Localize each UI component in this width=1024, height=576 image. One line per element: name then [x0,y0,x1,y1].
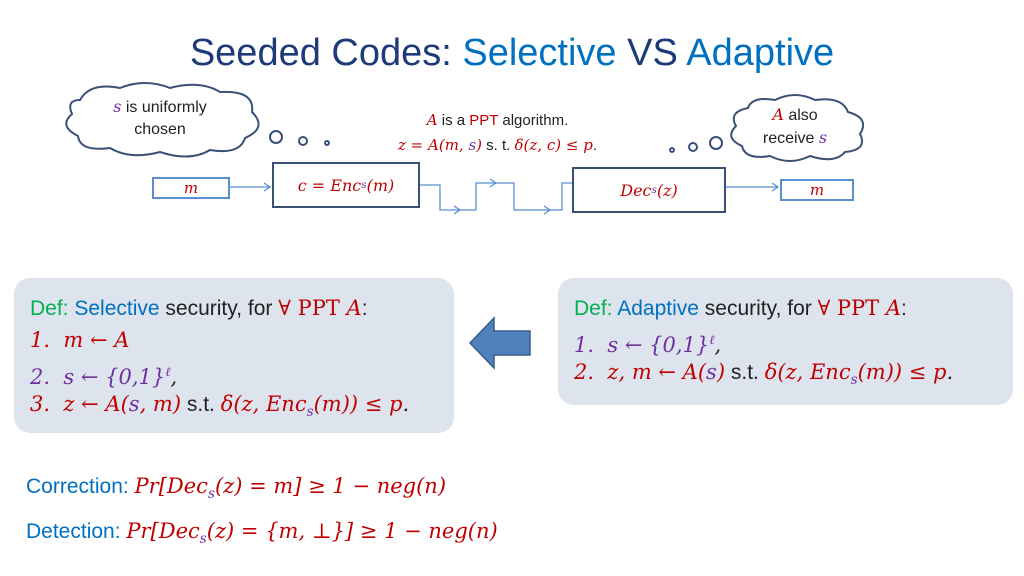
math: ℓ [165,364,171,379]
implies-arrow-icon [468,316,531,370]
math: s [207,486,215,503]
title-text: Seeded Codes: [189,32,463,74]
right-cloud-text: A also receive s [740,104,850,150]
thought-cloud-left [65,82,260,158]
math: m ← A [63,328,130,352]
step-number: 2. [574,360,595,384]
math: c = Enc [297,175,362,195]
math: A [885,296,902,320]
def-name: Adaptive [617,297,699,320]
adaptive-definition: Def: Adaptive security, for ∀ PPT A: 1. … [558,278,1013,405]
math: (z) = {m, ⊥}] ≥ 1 − neg(n) [206,519,498,543]
math: s ← {0,1} [607,333,710,357]
text: , [714,333,722,357]
math: z = A(m, [398,136,469,154]
text: , [170,365,178,389]
cloud-text: also [783,107,818,124]
var-a: A [426,111,438,129]
title-adaptive: Adaptive [686,32,835,74]
def-label: Def: [574,297,618,320]
correction-property: Correction: Pr[Decs(z) = m] ≥ 1 − neg(n) [26,474,446,502]
cloud-text: receive [762,130,819,147]
text: . [946,360,954,384]
math: m [183,179,199,197]
var-s: s [706,360,717,384]
math: s [850,372,858,389]
math: s [306,404,314,421]
math: (z) = m] ≥ 1 − neg(n) [214,474,447,498]
var-a: A [772,105,784,124]
math: s [361,179,367,191]
math: ∀ PPT [278,296,347,320]
cloud-text: chosen [134,121,186,138]
math: z, m ← A( [607,360,707,384]
math: z ← A( [63,392,129,416]
text: : [901,297,907,320]
text: security, for [159,297,279,320]
selective-definition: Def: Selective security, for ∀ PPT A: 1.… [14,278,454,433]
math: Dec [620,180,652,200]
property-label: Detection: [26,520,127,543]
math: (m)) ≤ p [857,360,947,384]
step-number: 3. [30,392,51,416]
ppt-label: PPT [469,112,499,129]
property-label: Correction: [26,475,135,498]
title-vs: VS [616,32,687,74]
math: ℓ [709,332,715,347]
var-s: s [128,392,140,416]
math: s [651,184,657,196]
math: (m)) ≤ p [313,392,403,416]
slide-title: Seeded Codes: Selective VS Adaptive [0,32,1024,75]
text: s.t. [181,393,221,416]
step-number: 2. [30,365,51,389]
math: A [346,296,362,320]
message-output-box: m [780,179,854,201]
message-input-box: m [152,177,230,199]
cloud-text: is uniformly [121,99,207,116]
detection-property: Detection: Pr[Decs(z) = {m, ⊥}] ≥ 1 − ne… [26,519,498,547]
def-name: Selective [74,297,160,320]
math: ) [476,136,483,154]
math: m [809,181,825,199]
def-label: Def: [30,297,75,320]
text: security, for [698,297,818,320]
step-number: 1. [574,333,595,357]
text: s. t. [482,137,515,154]
thought-cloud-right [730,94,864,162]
text: : [361,297,368,320]
math: δ(z, c) ≤ p [514,136,593,154]
math: ∀ PPT [817,296,886,320]
adversary-description: A is a PPT algorithm. z = A(m, s) s. t. … [330,108,665,158]
math: Pr[Dec [134,474,208,498]
step-number: 1. [30,328,51,352]
title-selective: Selective [462,32,617,74]
math: s ← {0,1} [63,365,166,389]
math: s [199,531,207,548]
diagram-shapes [65,82,864,215]
left-cloud-text: s is uniformly chosen [80,96,240,141]
math: δ(z, Enc [220,392,307,416]
text: s.t. [725,361,765,384]
var-s: s [468,136,477,154]
text: algorithm. [498,112,569,129]
math: , m) [139,392,182,416]
math: (m) [366,175,395,195]
text: . [402,392,410,416]
text: is a [437,112,470,129]
math: ) [716,360,726,384]
math: δ(z, Enc [764,360,851,384]
text: . [592,137,597,154]
math: Pr[Dec [126,519,200,543]
var-s: s [113,97,122,116]
math: (z) [656,180,678,200]
var-s: s [818,128,828,147]
